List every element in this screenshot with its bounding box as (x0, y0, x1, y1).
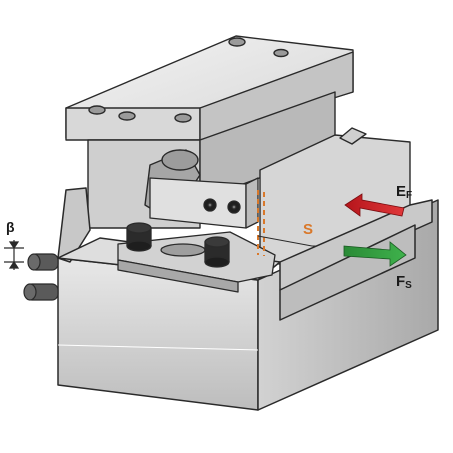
gap-label-s: S (303, 221, 313, 238)
red-arrow-ef (344, 193, 405, 217)
lower-clamp-plate (117, 222, 276, 293)
arrow-right-icon (343, 241, 407, 267)
arrow-left-icon (344, 193, 405, 217)
gap-dimension (257, 235, 316, 247)
label-ef: EF (396, 183, 412, 201)
mounting-hole (273, 48, 289, 58)
label-fs: FS (396, 273, 412, 291)
gap-dashed-lines (257, 190, 265, 256)
beta-label: β (6, 219, 15, 235)
mounting-hole (228, 37, 246, 47)
bolt-head-icon (126, 222, 152, 252)
mounting-hole (174, 113, 192, 123)
clamp-jaw (149, 177, 259, 229)
mounting-hole (88, 105, 106, 115)
green-arrow-fs (343, 241, 407, 267)
side-knobs (23, 253, 59, 301)
bolt-head-icon (204, 236, 230, 268)
mounting-hole (118, 111, 136, 121)
beta-angle-indicator (4, 240, 24, 270)
